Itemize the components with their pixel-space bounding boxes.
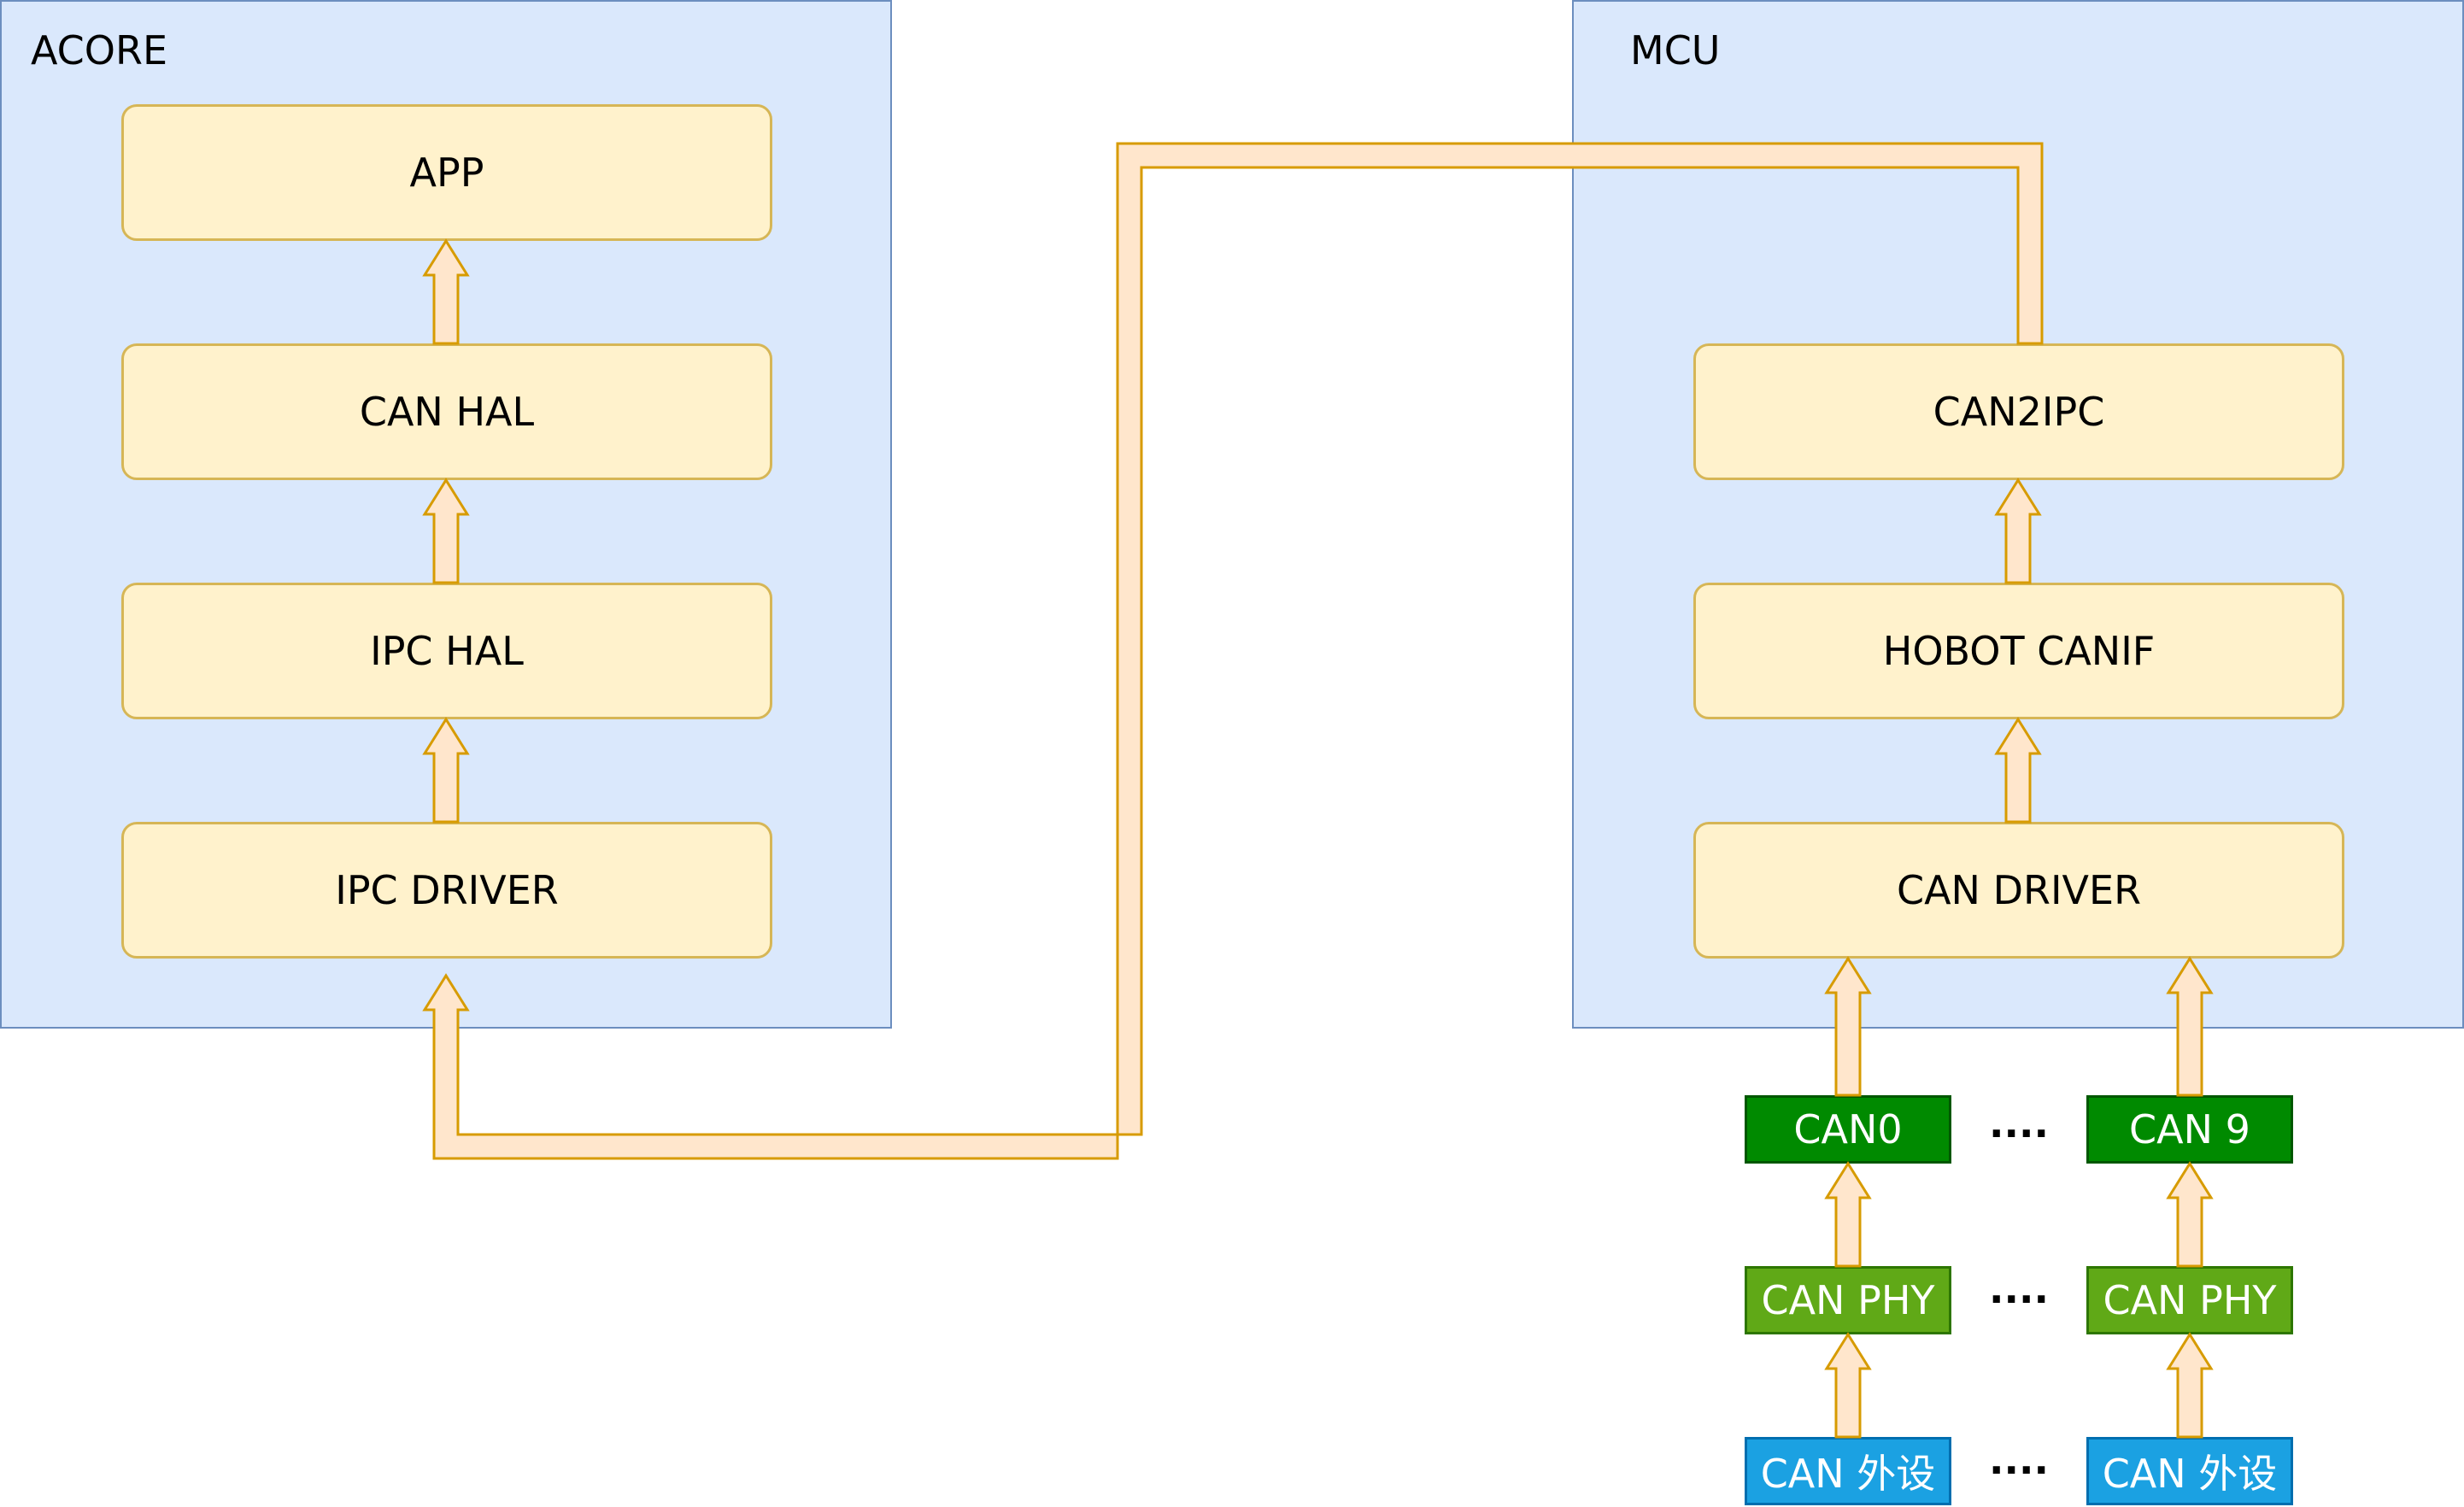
arrow-phy-to-can0 [1824, 1161, 1872, 1268]
arrow-device-to-phy-right [2166, 1332, 2214, 1439]
can2ipc-layer: CAN2IPC [1693, 343, 2344, 480]
can-phy-block-left: CAN PHY [1745, 1266, 1951, 1334]
ellipsis-device-row: .... [1989, 1437, 2049, 1483]
ipc-driver-layer: IPC DRIVER [121, 822, 772, 959]
arrow-can-hal-to-app [422, 238, 470, 345]
can-driver-layer: CAN DRIVER [1693, 822, 2344, 959]
arrow-phy-to-can9 [2166, 1161, 2214, 1268]
hobot-canif-layer: HOBOT CANIF [1693, 583, 2344, 719]
arrow-can-driver-to-canif [1994, 717, 2042, 824]
acore-title: ACORE [31, 27, 168, 73]
arrow-canif-to-can2ipc [1994, 478, 2042, 584]
arrow-can2ipc-to-ipc-driver [422, 142, 2044, 1160]
mcu-title: MCU [1630, 27, 1721, 73]
arrow-can0-to-driver [1824, 956, 1872, 1097]
ellipsis-phy-row: .... [1989, 1266, 2049, 1312]
arrow-ipc-driver-to-ipc-hal [422, 717, 470, 824]
ellipsis-can-row: .... [1989, 1100, 2049, 1146]
can-hal-layer: CAN HAL [121, 343, 772, 480]
can0-block: CAN0 [1745, 1095, 1951, 1164]
arrow-ipc-hal-to-can-hal [422, 478, 470, 584]
can-device-block-right: CAN 外设 [2086, 1437, 2293, 1505]
arrow-device-to-phy-left [1824, 1332, 1872, 1439]
app-layer: APP [121, 104, 772, 241]
can-device-block-left: CAN 外设 [1745, 1437, 1951, 1505]
arrow-can9-to-driver [2166, 956, 2214, 1097]
